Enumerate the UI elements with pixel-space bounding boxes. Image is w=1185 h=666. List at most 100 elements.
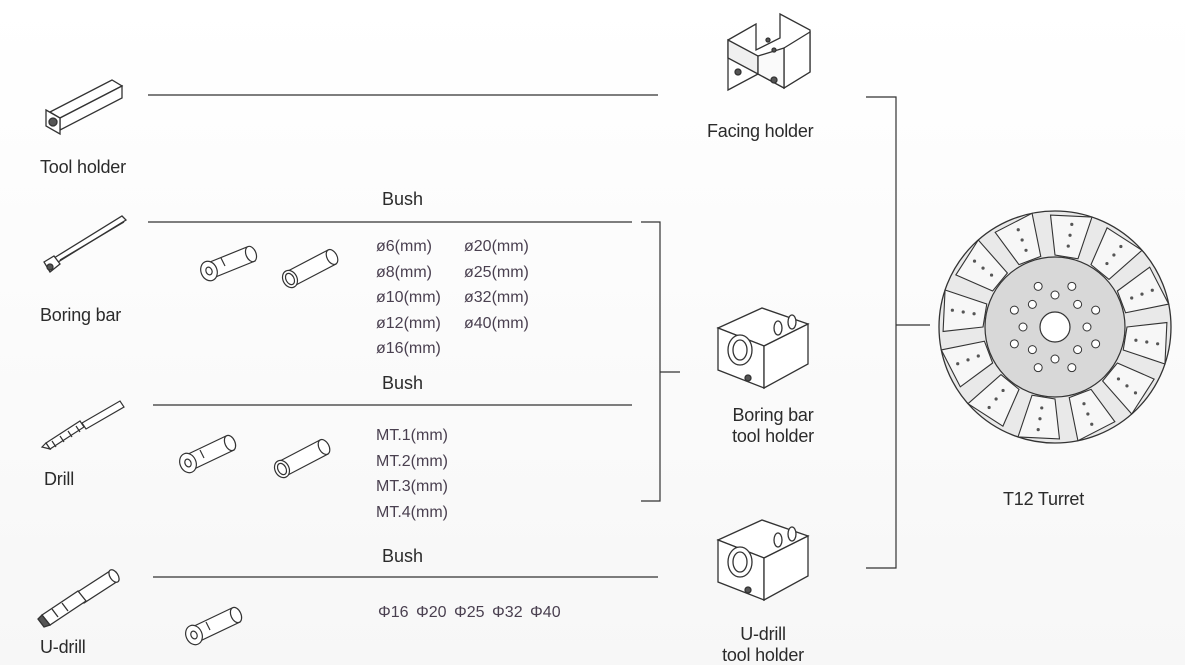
tool-holder-label: Tool holder bbox=[40, 157, 126, 177]
u-drill-bush-icon bbox=[185, 606, 243, 646]
label-line: Boring bar bbox=[732, 405, 814, 425]
turret-bolt bbox=[1156, 342, 1160, 346]
turret-station bbox=[940, 340, 994, 388]
turret-bolt bbox=[1070, 222, 1074, 226]
turret-bolt bbox=[1040, 406, 1044, 410]
turret-hole bbox=[1050, 354, 1060, 364]
turret-hub bbox=[1039, 311, 1071, 343]
turret-bolt bbox=[987, 405, 991, 410]
turret-bolt bbox=[1020, 238, 1024, 242]
turret-bolt bbox=[972, 259, 977, 263]
turret-bolt bbox=[1086, 412, 1090, 416]
drill-bush-sizes: MT.1(mm) MT.2(mm) MT.3(mm) MT.4(mm) bbox=[376, 423, 448, 525]
turret-hole bbox=[1050, 290, 1060, 300]
turret-bolt bbox=[1133, 391, 1138, 395]
size-item: ø12(mm) bbox=[376, 314, 441, 332]
turret-label: T12 Turret bbox=[1003, 489, 1085, 509]
turret-bolt bbox=[1068, 233, 1072, 237]
turret-bolt bbox=[1150, 288, 1154, 292]
size-item: ø6(mm) bbox=[376, 238, 432, 255]
bracket-holders bbox=[866, 96, 897, 569]
drill-bush-with-flange-icon bbox=[179, 434, 237, 474]
turret-bolt bbox=[1105, 261, 1109, 266]
turret-bolt bbox=[1145, 340, 1149, 344]
boring-bar-bush-sizes: ø6(mm)ø20(mm) ø8(mm)ø25(mm) ø10(mm)ø32(m… bbox=[376, 234, 552, 362]
turret-bolt bbox=[1125, 384, 1129, 388]
turret-bolt bbox=[1140, 292, 1144, 296]
boring-bar-tool-holder-icon bbox=[716, 307, 810, 390]
turret-hole bbox=[1009, 305, 1019, 315]
size-item: ø10(mm) bbox=[376, 289, 441, 306]
turret-bolt bbox=[1112, 253, 1116, 257]
drill-label: Drill bbox=[44, 469, 74, 489]
u-drill-icon bbox=[37, 569, 120, 628]
turret-hole bbox=[1067, 281, 1077, 291]
turret-bolt bbox=[966, 358, 970, 362]
u-drill-label: U-drill bbox=[40, 637, 86, 657]
turret-bolt bbox=[956, 362, 960, 366]
turret-station bbox=[1049, 214, 1093, 260]
size-item: ø20(mm) bbox=[464, 238, 529, 255]
turret-bolt bbox=[981, 266, 985, 270]
turret-bolt bbox=[961, 310, 965, 314]
turret-station bbox=[967, 373, 1020, 427]
turret-station bbox=[1090, 227, 1143, 281]
t12-turret-icon bbox=[938, 210, 1172, 444]
turret-hole bbox=[1009, 339, 1019, 349]
turret-hole bbox=[1091, 339, 1101, 349]
boring-bar-icon bbox=[43, 215, 128, 273]
turret-bolt bbox=[972, 312, 976, 316]
bracket-bush bbox=[641, 221, 661, 502]
boring-bar-label: Boring bar bbox=[40, 305, 122, 325]
u-drill-bush-title: Bush bbox=[382, 546, 424, 566]
label-line: U-drill bbox=[740, 624, 786, 644]
turret-bolt bbox=[1119, 244, 1123, 249]
turret-hole bbox=[1033, 363, 1043, 373]
size-item: ø40(mm) bbox=[464, 314, 529, 332]
facing-holder-label: Facing holder bbox=[707, 121, 814, 141]
turret-bolt bbox=[1024, 248, 1028, 252]
tool-holder-icon bbox=[45, 79, 124, 136]
turret-bolt bbox=[1001, 388, 1005, 393]
turret-station bbox=[955, 239, 1009, 292]
facing-holder-icon bbox=[727, 12, 811, 92]
turret-hole bbox=[1082, 322, 1092, 332]
u-drill-bush-sizes: Φ16 Φ20 Φ25 Φ32 Φ40 bbox=[378, 604, 561, 621]
turret-bolt bbox=[1036, 428, 1040, 432]
turret-bolt bbox=[1116, 377, 1121, 381]
label-line: tool holder bbox=[732, 426, 814, 446]
turret-bolt bbox=[1038, 417, 1042, 421]
boring-bar-tool-holder-label: Boring bar tool holder bbox=[718, 405, 828, 447]
turret-bolt bbox=[989, 273, 994, 277]
turret-hole bbox=[1033, 281, 1043, 291]
turret-station bbox=[1116, 266, 1170, 314]
turret-bolt bbox=[1130, 296, 1134, 300]
turret-bolt bbox=[1090, 422, 1094, 426]
drill-icon bbox=[40, 400, 125, 450]
turret-hole bbox=[1073, 345, 1083, 355]
size-item: ø16(mm) bbox=[376, 340, 441, 357]
turret-bolt bbox=[950, 308, 954, 312]
drill-bush-sleeve-icon bbox=[273, 438, 331, 479]
turret-station bbox=[1101, 362, 1155, 415]
turret-hole bbox=[1018, 322, 1028, 332]
turret-station bbox=[994, 212, 1042, 266]
turret-bolt bbox=[1082, 402, 1086, 406]
u-drill-tool-holder-label: U-drill tool holder bbox=[708, 624, 818, 666]
size-item: ø8(mm) bbox=[376, 263, 432, 281]
turret-hole bbox=[1027, 345, 1037, 355]
size-item: MT.2(mm) bbox=[376, 452, 448, 470]
turret-station bbox=[1017, 394, 1061, 440]
turret-hole bbox=[1091, 305, 1101, 315]
bush-sleeve-icon bbox=[281, 248, 339, 289]
label-line: tool holder bbox=[722, 645, 804, 665]
boring-bar-bush-title: Bush bbox=[382, 189, 424, 209]
size-item: ø25(mm) bbox=[464, 263, 529, 281]
turret-bolt bbox=[1016, 228, 1020, 232]
turret-bolt bbox=[976, 354, 980, 358]
bush-with-flange-icon bbox=[200, 245, 258, 282]
turret-hole bbox=[1073, 299, 1083, 309]
turret-station bbox=[942, 289, 988, 333]
size-item: MT.3(mm) bbox=[376, 478, 448, 495]
